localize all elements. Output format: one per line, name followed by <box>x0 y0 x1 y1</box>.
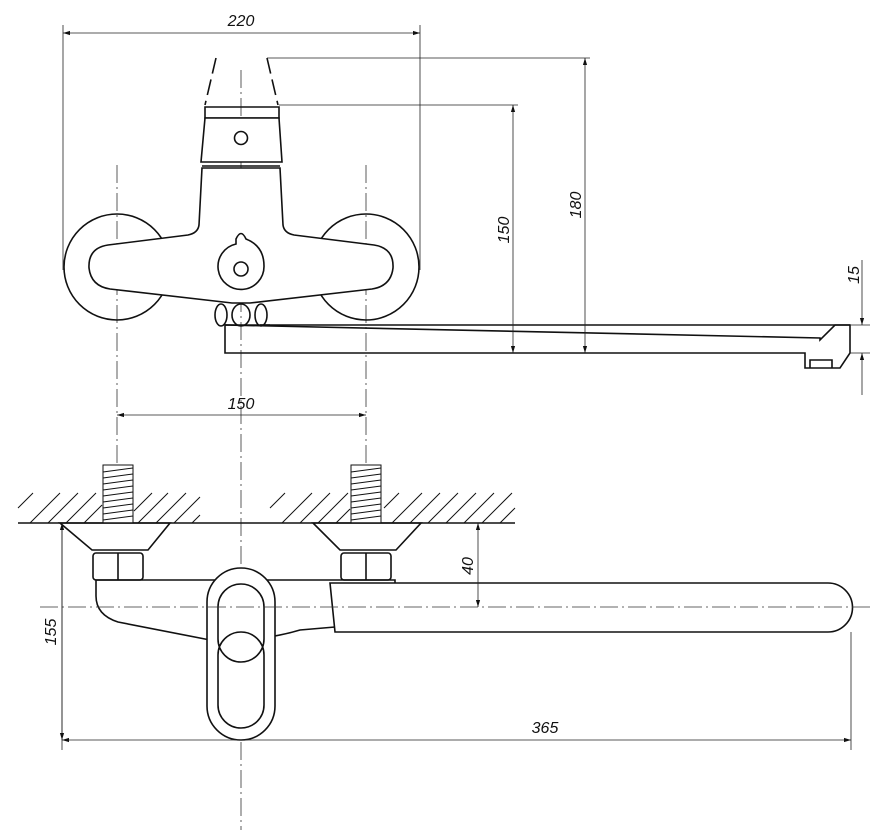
dim-150-height-label: 150 <box>496 217 513 244</box>
top-view: 220 150 180 15 150 <box>62 13 870 830</box>
cartridge-housing <box>200 117 283 163</box>
dim-365-label: 365 <box>532 720 559 737</box>
lever-outline-hidden <box>204 57 279 106</box>
lever-handle <box>206 567 276 741</box>
cartridge-ring <box>204 106 280 119</box>
spout-front <box>329 582 854 633</box>
dim-220-label: 220 <box>227 13 255 30</box>
right-escutcheon <box>311 522 423 551</box>
housing-screw-icon <box>233 130 249 146</box>
right-thread <box>350 464 382 524</box>
dim-15-label: 15 <box>846 266 863 284</box>
diverter-knob <box>217 232 265 291</box>
left-thread <box>102 464 134 524</box>
lever-grip <box>217 631 265 729</box>
knob-hole <box>233 261 249 277</box>
dim-180-label: 180 <box>568 192 585 219</box>
lever-slot <box>217 583 265 663</box>
left-escutcheon <box>57 522 172 551</box>
dim-155-label: 155 <box>43 619 60 646</box>
front-view: 40 155 365 <box>17 464 872 750</box>
dim-40-label: 40 <box>460 557 477 575</box>
spout-top <box>224 324 851 369</box>
wall-hatching <box>17 492 516 524</box>
dim-150-centers-label: 150 <box>228 396 255 413</box>
mixer-body <box>88 167 394 304</box>
